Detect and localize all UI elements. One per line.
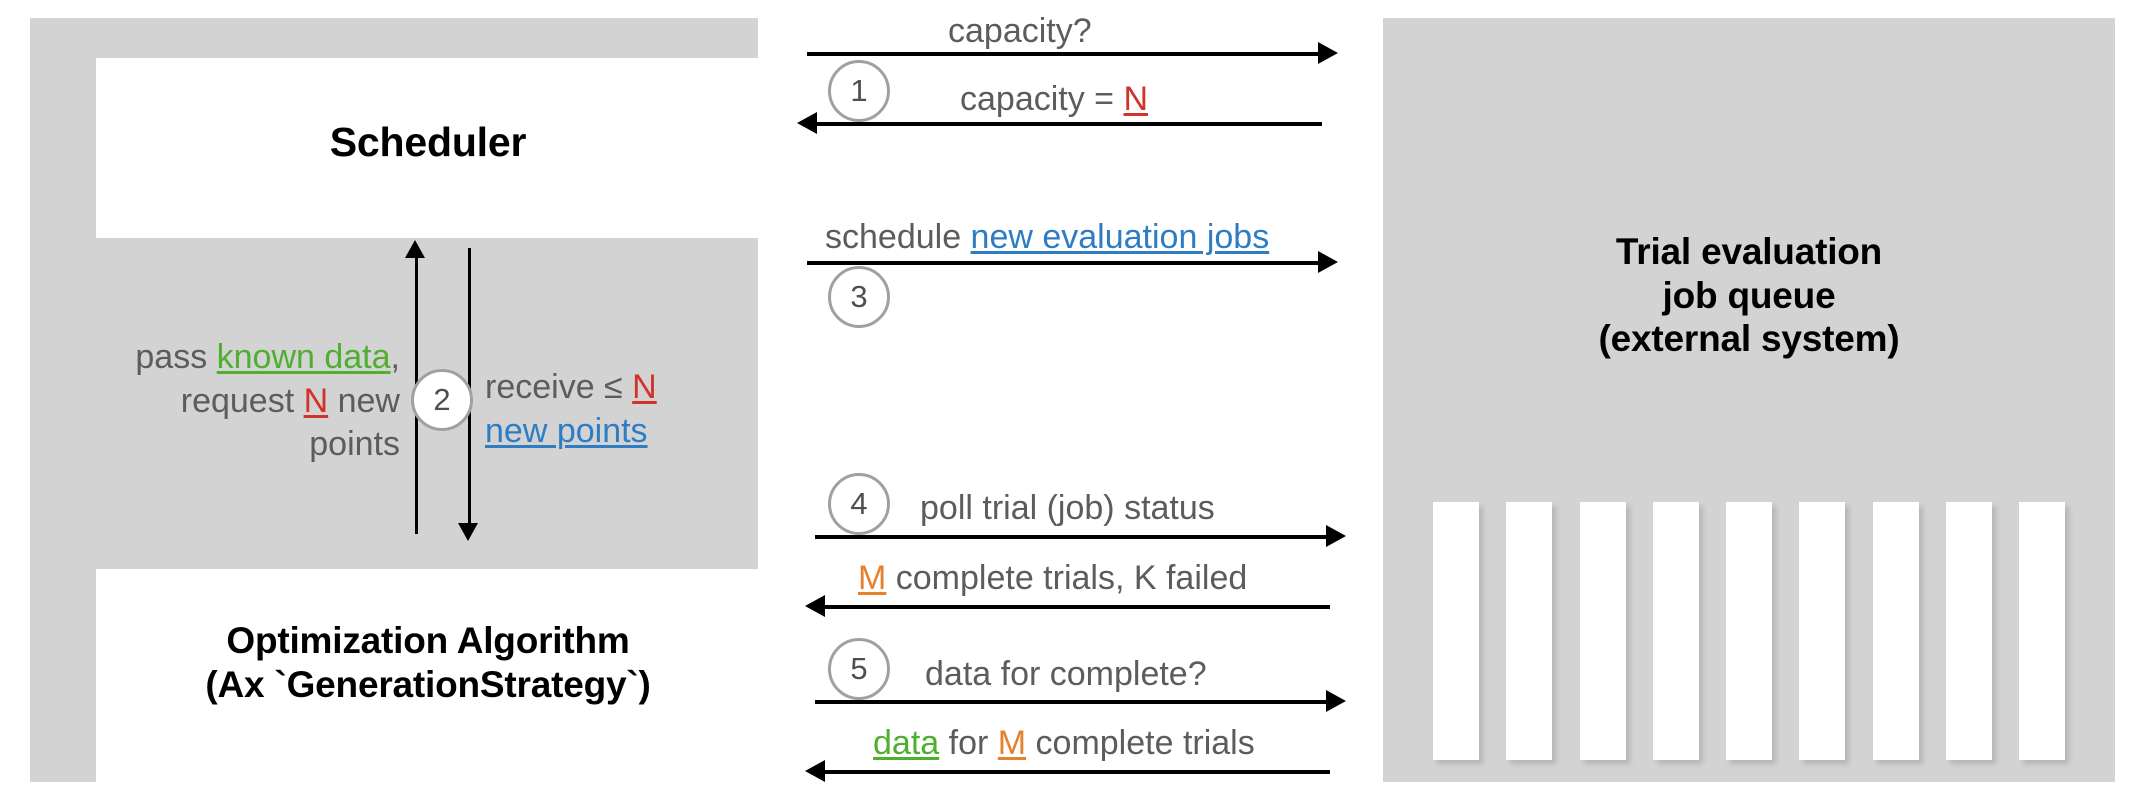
new-points-link[interactable]: new points [485,411,648,450]
sequence-column: capacity? capacity = N 1 schedule new ev… [780,0,1380,800]
message-schedule-jobs: schedule new evaluation jobs [825,220,1269,254]
step-badge-4[interactable]: 4 [828,473,890,535]
step-badge-5[interactable]: 5 [828,638,890,700]
n-symbol-capacity: N [1123,80,1149,118]
step-badge-1[interactable]: 1 [828,60,890,122]
arrow-line-3-request [807,261,1322,265]
down-arrow-head-icon [458,523,478,541]
left-annot-suffix: new points [309,381,400,464]
optimization-algorithm-box[interactable]: Optimization Algorithm(Ax `GenerationStr… [96,569,760,799]
optimizer-line-2: (Ax `GenerationStrategy`) [205,663,651,705]
arrow-head-left-icon-1 [797,112,817,134]
queue-slot [1652,502,1699,760]
left-annotation-text: pass known data, request N new points [90,336,400,467]
arrow-head-right-icon-1 [1318,42,1338,64]
arrow-line-1-request [807,52,1322,56]
arrow-head-right-icon-3 [1318,251,1338,273]
m-symbol-data: M [997,724,1027,762]
message-capacity-response: capacity = N [960,82,1148,116]
job-queue-slots [1433,502,2065,760]
arrow-line-1-response [807,122,1322,126]
arrow-head-right-icon-4 [1326,525,1346,547]
right-annot-prefix: receive ≤ [485,368,633,406]
data-response-mid: for [939,724,998,762]
message-poll-status: poll trial (job) status [920,489,1215,527]
message-data-request: data for complete? [925,655,1207,693]
scheduler-label: Scheduler [329,119,527,165]
queue-slot [1433,502,1479,760]
queue-slot [1945,502,1992,760]
arrow-line-4-request [815,535,1330,539]
queue-title-line-2: job queue [1662,274,1836,316]
left-annot-prefix: pass [135,338,217,376]
left-annot-middle: , request [180,338,400,420]
queue-slot [1579,502,1626,760]
arrow-head-right-icon-5 [1326,690,1346,712]
optimization-algorithm-label: Optimization Algorithm(Ax `GenerationStr… [96,619,760,706]
message-poll-response: M complete trials, K failed [858,561,1247,595]
message-capacity-request: capacity? [948,12,1092,50]
queue-slot [1799,502,1846,760]
left-panel: Scheduler 2 pass known data, request N n… [30,18,760,799]
arrow-line-5-request [815,700,1330,704]
m-symbol-poll: M [858,559,887,597]
optimizer-line-1: Optimization Algorithm [226,620,630,661]
n-symbol-right: N [632,368,657,406]
step-badge-2[interactable]: 2 [411,369,473,431]
queue-title-line-1: Trial evaluation [1615,231,1883,272]
poll-response-suffix: complete trials, K failed [886,559,1248,597]
arrow-head-left-icon-5 [805,760,825,782]
up-arrow-head-icon [405,240,425,258]
capacity-response-prefix: capacity = [960,80,1124,118]
queue-slot [1726,502,1772,760]
schedule-prefix: schedule [825,218,971,256]
arrow-head-left-icon-4 [805,595,825,617]
n-symbol-left: N [303,381,329,420]
data-link[interactable]: data [873,724,940,762]
arrow-line-4-response [815,605,1330,609]
queue-slot [1506,502,1553,760]
arrow-line-5-response [815,770,1330,774]
new-evaluation-jobs-link[interactable]: new evaluation jobs [970,218,1270,256]
message-data-response: data for M complete trials [873,726,1255,760]
data-response-suffix: complete trials [1026,724,1255,762]
known-data-link[interactable]: known data [216,338,391,376]
queue-slot [1872,502,1919,760]
queue-slot [2019,502,2065,760]
queue-title-line-3: (external system) [1598,318,1900,360]
step-badge-3[interactable]: 3 [828,266,890,328]
scheduler-box[interactable]: Scheduler [96,58,760,238]
